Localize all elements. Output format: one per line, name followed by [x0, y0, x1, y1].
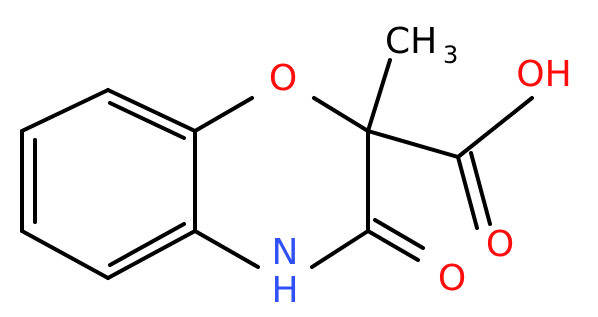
amide-carbonyl-o-label: O	[438, 258, 466, 299]
bond-n-to-c3	[310, 229, 370, 269]
bond-benzene-bottom-left	[20, 229, 110, 280]
acid-carbonyl-o-label: O	[486, 224, 514, 265]
bond-cooh-carbonyl-1	[456, 155, 479, 230]
bond-methyl	[366, 58, 392, 133]
bond-benzene-top-left	[20, 88, 110, 133]
bonds-group	[20, 58, 534, 280]
bond-amide-carbonyl-2	[373, 218, 425, 250]
hydroxyl-label: OH	[516, 54, 571, 95]
bond-c-to-ring-o	[193, 96, 254, 133]
bond-benzene-top-right-inner	[108, 101, 186, 140]
amide-hydrogen-label: H	[271, 270, 298, 311]
atom-labels: O N H CH 3 OH O O	[269, 21, 572, 311]
bond-benzene-top-right	[106, 88, 197, 133]
bond-benzene-bottom-right	[106, 229, 197, 280]
amide-nitrogen-label: N	[272, 232, 299, 273]
bond-cooh-to-oh	[456, 96, 534, 159]
methyl-subscript: 3	[443, 41, 458, 69]
bond-cooh-carbonyl-2	[469, 151, 492, 226]
bond-amide-carbonyl-1	[366, 229, 420, 262]
bond-c2-to-cooh-c	[366, 129, 460, 159]
bond-ring-o-to-c2	[312, 96, 370, 133]
methyl-c-label: CH	[385, 21, 437, 62]
bond-benzene-bottom-right-inner	[108, 222, 186, 267]
ring-oxygen-label: O	[269, 58, 297, 99]
bond-c-to-n	[193, 229, 260, 269]
